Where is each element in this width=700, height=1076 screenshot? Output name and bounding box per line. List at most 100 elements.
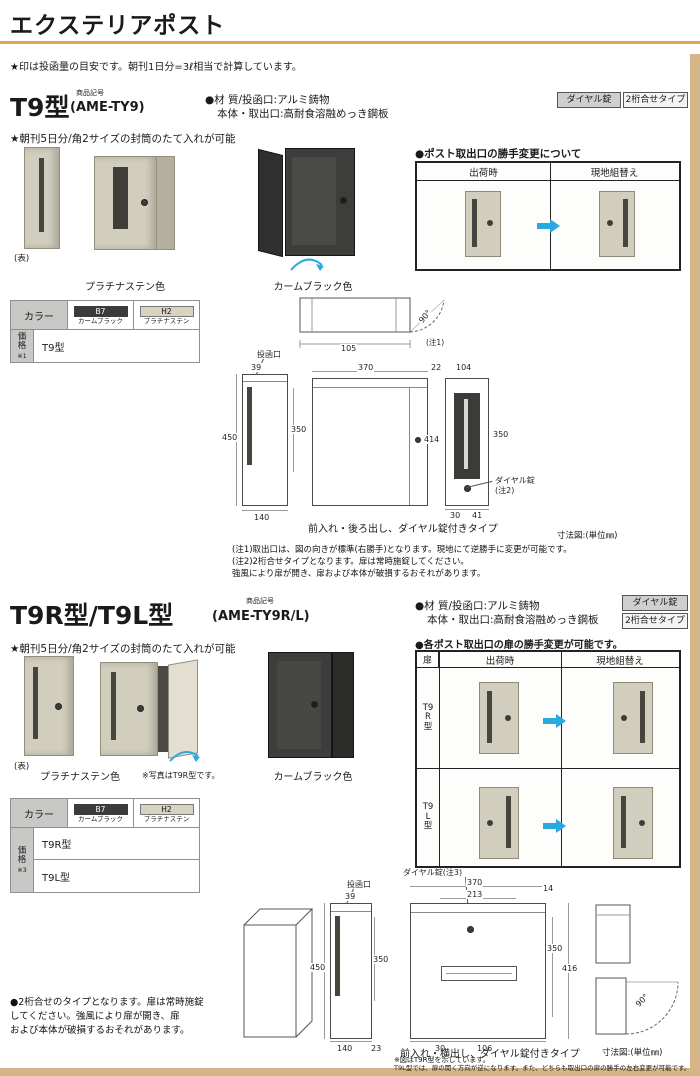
arrow-bar — [537, 223, 550, 229]
bottom-border-strip — [0, 1068, 700, 1076]
dim-350-front: 350 — [546, 944, 564, 953]
dimline-350f — [552, 917, 553, 1017]
page-title: エクステリアポスト — [10, 13, 226, 39]
dim-39: 39 — [344, 892, 357, 901]
t9rl-price-row-2: T9L型 — [33, 859, 200, 893]
t9-material-line1: ●材 質/投函口:アルミ鋳物 — [205, 94, 330, 106]
dim-22: 22 — [430, 363, 443, 372]
door-header: 扉 — [417, 652, 439, 668]
mail-slot-window — [113, 167, 128, 229]
row-label-t9r: T9R型 — [417, 668, 439, 768]
top-note: ★印は投函量の目安です。朝刊1日分=3ℓ相当で計算しています。 — [10, 62, 302, 73]
t9-handedness-title: ●ポスト取出口の勝手変更について — [415, 148, 582, 160]
color-header-label: カラー — [24, 809, 54, 821]
lid-line — [313, 387, 427, 388]
t9rl-bottom-note-2: してください。強風により扉が開き、扉 — [10, 1011, 180, 1022]
takeout-slot — [441, 966, 517, 981]
t9rl-front-label: (表) — [14, 762, 30, 772]
dimline-140 — [242, 510, 288, 511]
mail-slot — [621, 796, 626, 848]
dial-knob — [639, 820, 645, 826]
t9-drawing-caption: 前入れ・後ろ出し、ダイヤル錠付きタイプ — [308, 524, 498, 535]
t9-model-name: T9型 — [10, 93, 70, 122]
t9-note-1: (注1)取出口は、図の向きが標準(右勝手)となります。現地にて逆勝手に変更が可能… — [232, 545, 572, 555]
mail-slot — [506, 796, 511, 848]
t9-color-h2-cell: H2 プラチナステン — [133, 300, 200, 330]
h2-color-name: プラチナステン — [143, 814, 190, 823]
model-row-label: T9L型 — [42, 872, 71, 884]
t9rl-bottom-note-3: および本体が破損するおそれがあります。 — [10, 1025, 190, 1036]
t9-dial-lock-badge: ダイヤル錠 — [557, 92, 621, 108]
dim-370: 370 — [466, 878, 484, 887]
panel-mailbox-shipped — [465, 191, 501, 257]
t9rl-feature-note: ★朝刊5日分/角2サイズの封筒のたて入れが可能 — [10, 643, 236, 655]
note1-ref: (注1) — [425, 338, 446, 347]
lid-line — [243, 381, 287, 382]
t9-material-line2: 本体・取出口:高耐食溶融めっき鋼板 — [217, 108, 389, 120]
dial-knob — [621, 715, 627, 721]
t9rl-price-row-1: T9R型 — [33, 827, 200, 860]
t9-platinum-color-label: プラチナステン色 — [85, 282, 165, 293]
b7-color-name: カームブラック — [78, 316, 123, 325]
arrow-tip — [550, 219, 560, 233]
change-arrow — [537, 219, 561, 233]
t9r-mailbox-reassembled — [613, 682, 653, 754]
mail-slot — [33, 667, 38, 739]
latch-knob — [415, 437, 421, 443]
mail-slot — [487, 691, 492, 743]
door-swing-arrow — [290, 258, 324, 271]
t9rl-black-photo — [268, 652, 358, 762]
t9rl-handedness-panel: 扉 出荷時 現地組替え T9R型 T9L型 — [415, 650, 681, 868]
t9-frontview-drawing — [312, 378, 428, 506]
door-edge-line — [409, 387, 410, 505]
t9-black-color-label: カームブラック色 — [273, 282, 353, 293]
t9-price-row: T9型 — [33, 329, 200, 363]
b7-color-chip: B7 — [73, 305, 128, 317]
t9rl-two-digit-badge: 2桁合せタイプ — [622, 613, 688, 629]
t9rl-drawing-caption: 前入れ・横出し、ダイヤル錠付きタイプ — [400, 1049, 580, 1060]
t9r-mailbox-shipped — [479, 682, 519, 754]
dim-370: 370 — [357, 363, 375, 372]
dim-450: 450 — [221, 433, 239, 442]
dial-knob — [505, 715, 511, 721]
slot-callout: 投函口 — [346, 880, 372, 889]
column-divider — [561, 652, 562, 866]
arrow-tip — [556, 714, 566, 728]
dim-104: 104 — [455, 363, 473, 372]
t9r-vertical-label: T9R型 — [422, 702, 434, 732]
mail-slot — [623, 199, 628, 247]
model-row-label: T9R型 — [42, 840, 72, 851]
arrow-tip — [556, 819, 566, 833]
t9rl-right-note-1: ※図はT9R型を示しています。 — [394, 1056, 490, 1064]
t9rl-unit-note: 寸法図:(単位㎜) — [602, 1048, 663, 1058]
t9-black-photo — [258, 148, 360, 262]
h2-color-chip: H2 — [139, 305, 194, 317]
dial-knob — [487, 220, 493, 226]
t9rl-right-note-2: T9L型では、扉の開く方向が逆になります。また、どちらも取出口の扉の勝手の左右変… — [394, 1064, 691, 1072]
dial-callout: ダイヤル錠 — [494, 476, 536, 485]
t9-price-header-cell: 価格 ※1 — [10, 329, 34, 363]
t9-front-photo — [24, 147, 60, 249]
model-row-label: T9型 — [42, 342, 65, 354]
window-slit — [464, 399, 468, 469]
t9rl-profile-topview-drawing — [595, 904, 679, 1035]
dim-30: 30 — [449, 511, 462, 520]
dim-106: 106 — [476, 1044, 494, 1053]
t9-feature-note: ★朝刊5日分/角2サイズの封筒のたて入れが可能 — [10, 133, 236, 145]
t9rl-color-b7-cell: B7 カームブラック — [67, 798, 134, 828]
dial-knob — [467, 926, 474, 933]
t9-two-digit-badge: 2桁合せタイプ — [623, 92, 688, 108]
t9rl-isoview-drawing — [243, 908, 314, 1038]
slot-section — [247, 387, 252, 465]
arrow-bar — [543, 823, 556, 829]
dim-350-back: 350 — [492, 430, 510, 439]
t9rl-code-label: 商品記号 — [246, 597, 274, 605]
door-inner-face — [292, 157, 336, 245]
h2-color-name: プラチナステン — [143, 316, 190, 325]
mail-slot — [472, 199, 477, 247]
shipped-state-header: 出荷時 — [417, 163, 550, 181]
t9rl-dial-lock-badge: ダイヤル錠 — [622, 595, 688, 611]
t9rl-photo-note: ※写真はT9R型です。 — [142, 771, 220, 780]
mailbox-front-face — [268, 652, 332, 758]
